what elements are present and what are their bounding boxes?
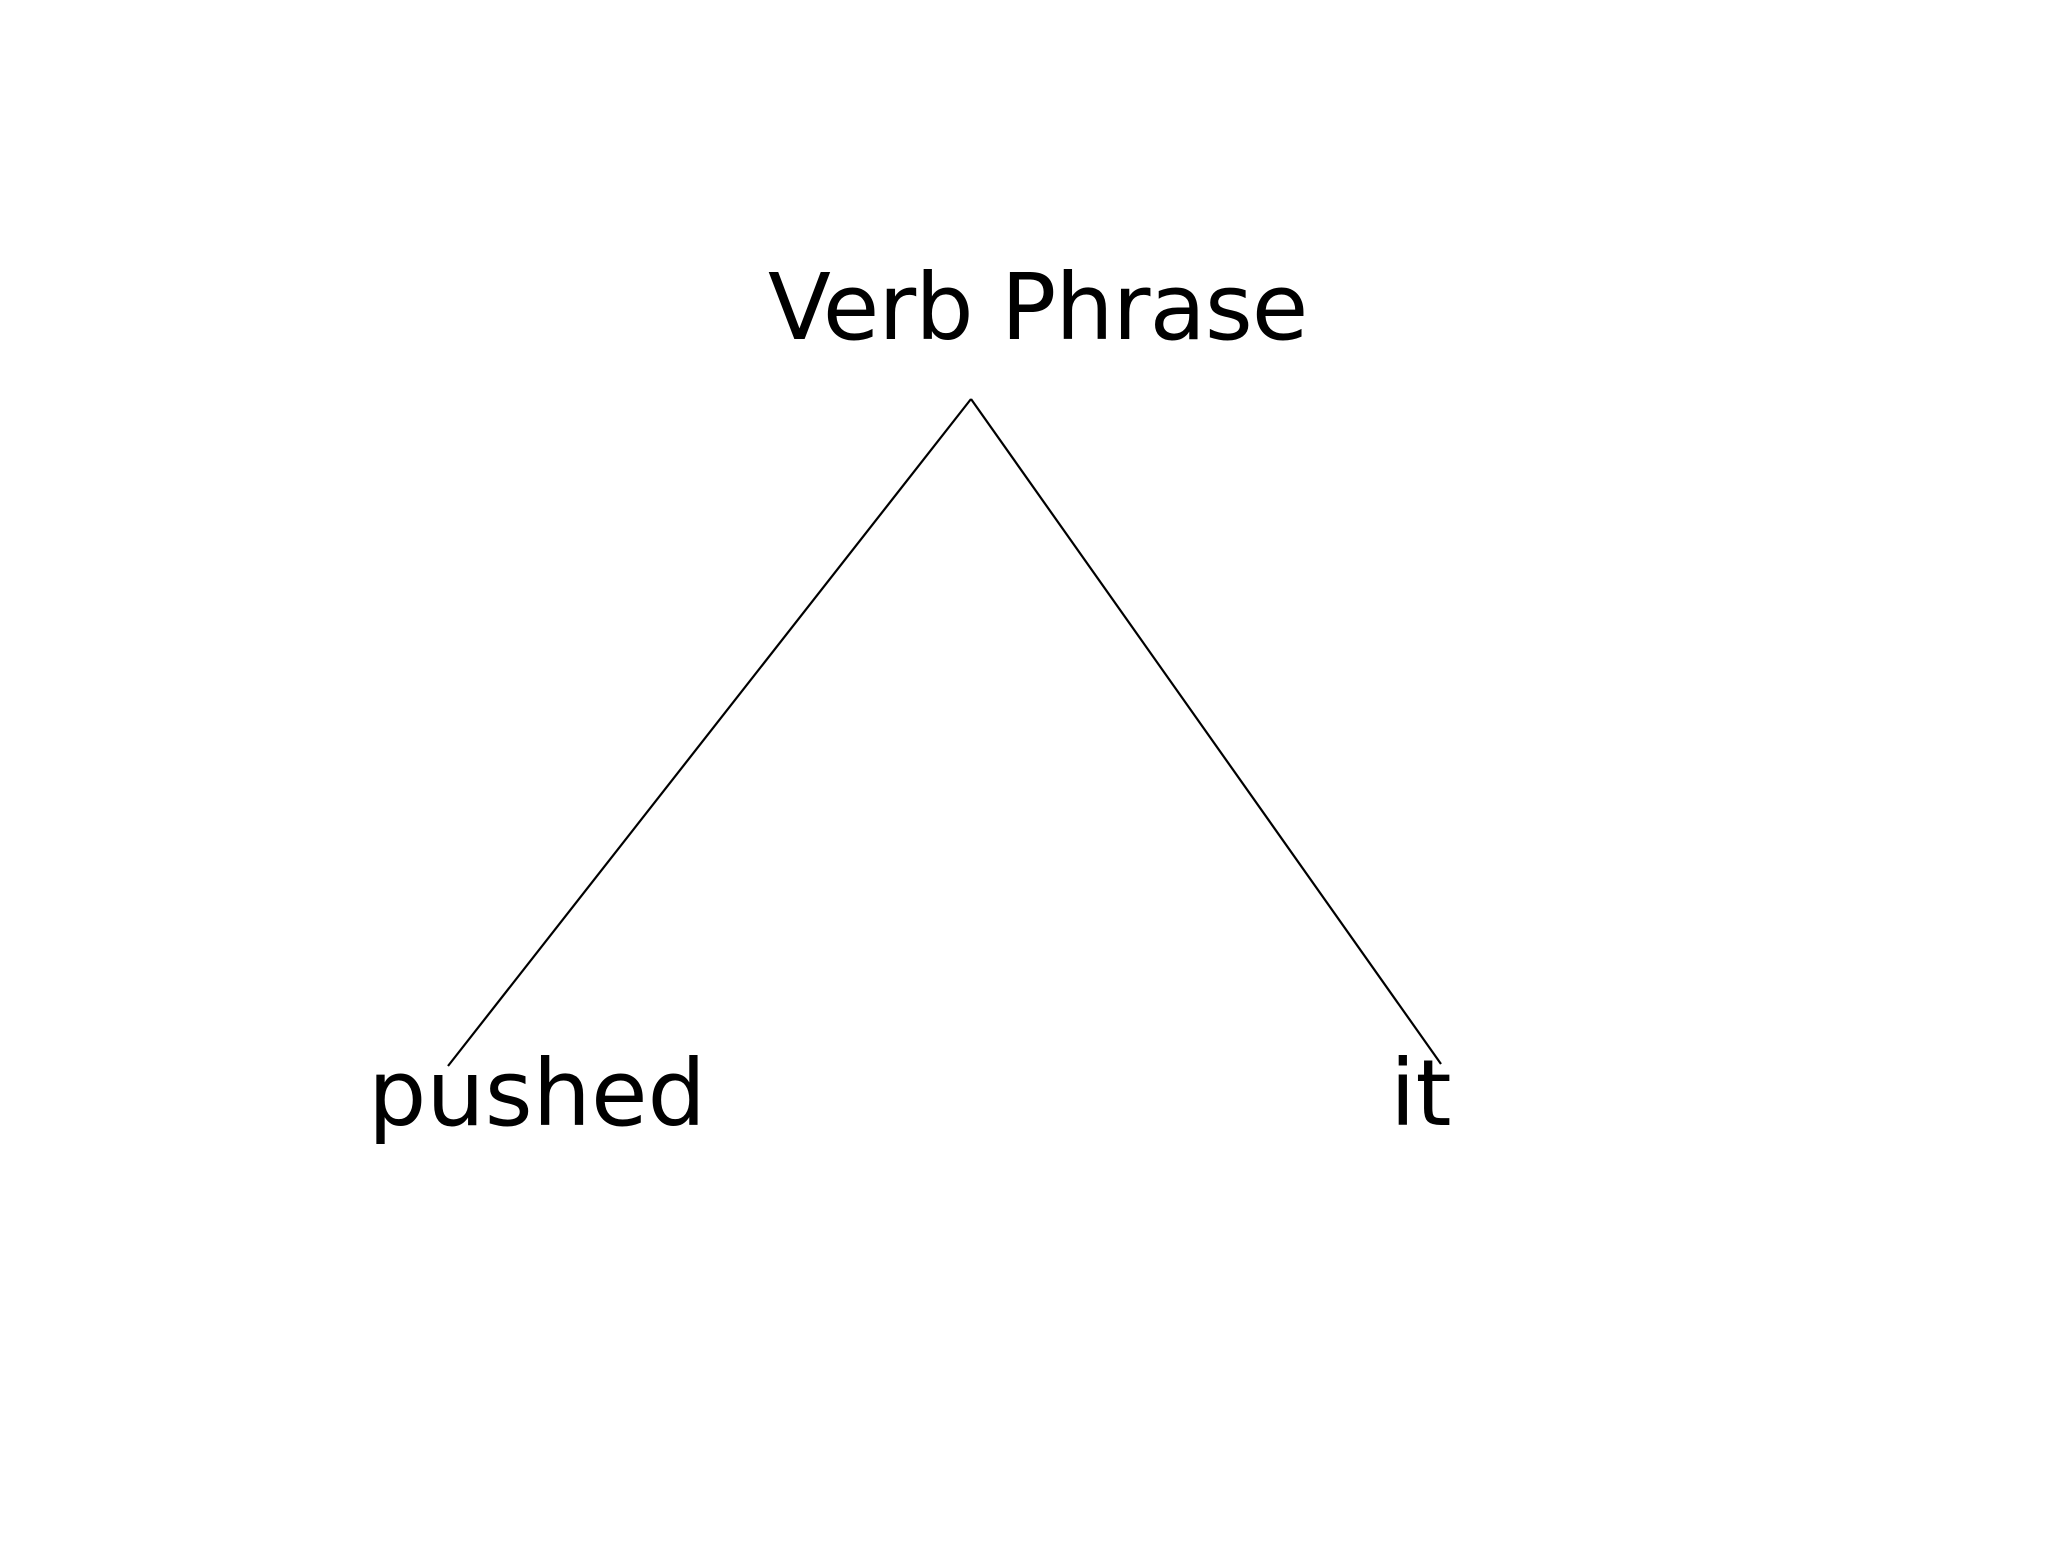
branch-left	[447, 398, 972, 1067]
child-node-label-left: pushed	[368, 1040, 706, 1147]
branch-right	[970, 398, 1442, 1065]
root-node-label: Verb Phrase	[768, 254, 1308, 361]
child-node-label-right: it	[1390, 1040, 1452, 1147]
